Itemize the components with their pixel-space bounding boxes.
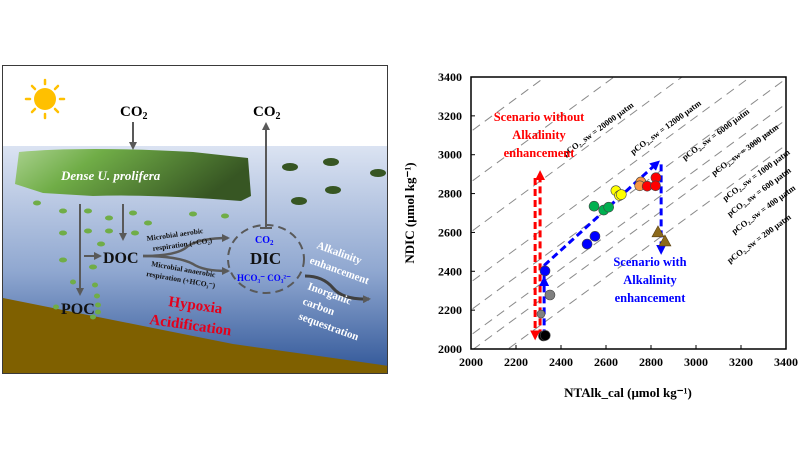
algae-mat [15, 149, 251, 201]
y-axis-label: NDIC (μmol kg⁻¹) [402, 162, 417, 263]
scenario-without-label: enhancement [504, 146, 576, 160]
data-point-gray-small [536, 309, 546, 319]
ndic-ntalk-chart: 2000 2200 2400 2600 2800 3000 3200 3400 2000 2200… [402, 70, 798, 400]
y-tick-label: 2000 [438, 342, 462, 356]
y-tick-label: 2800 [438, 187, 462, 201]
data-point-green [588, 200, 600, 212]
algae-label: Dense U. prolifera [60, 168, 161, 183]
y-tick-label: 2200 [438, 303, 462, 317]
x-tick-label: 2200 [504, 355, 528, 369]
scenario-with-label: enhancement [615, 291, 687, 305]
x-tick-label: 3400 [774, 355, 798, 369]
anaerobic-arrow [142, 254, 230, 275]
x-tick-label: 2400 [549, 355, 573, 369]
y-tick-label: 3200 [438, 109, 462, 123]
algae-particles [33, 200, 229, 320]
data-point-blue [581, 238, 593, 250]
sequestration-arrow [304, 274, 371, 304]
scenario-without-label: Alkalinity [512, 128, 566, 142]
x-axis-label: NTAlk_cal (μmol kg⁻¹) [564, 385, 692, 400]
data-point-blue [589, 231, 601, 242]
co2-in-label: CO2 [120, 104, 148, 122]
axis-ticks: 2000 2200 2400 2600 2800 3000 3200 3400 2000 2200… [438, 70, 798, 369]
scenario-with-label: Scenario with [613, 255, 686, 269]
data-point-blue [539, 265, 551, 277]
poc-label: POC [61, 301, 95, 318]
algae-patches [282, 158, 386, 205]
scenario-with-label: Alkalinity [623, 273, 677, 287]
doc-label: DOC [103, 250, 139, 267]
data-point-gray [544, 289, 556, 301]
y-tick-label: 2400 [438, 264, 462, 278]
hypoxia-label: Hypoxia [167, 294, 223, 317]
data-point-black [539, 330, 551, 341]
data-point-yellow [616, 189, 627, 200]
carbon-cycle-diagram: CO2 CO2 Dense U. prolifera [2, 65, 388, 374]
dic-co2-label: CO2 [255, 235, 274, 247]
diagram-canvas: CO2 CO2 Dense U. prolifera [3, 78, 387, 373]
data-point-brown [658, 234, 672, 247]
pco2-isoline-label: pCO₂_sw = 200 μatm [725, 212, 793, 265]
sun-icon [24, 78, 66, 120]
y-tick-label: 2600 [438, 225, 462, 239]
dic-label: DIC [250, 249, 281, 268]
x-tick-label: 3200 [729, 355, 753, 369]
scenario-without-label: Scenario without [494, 110, 585, 124]
data-point-red [650, 180, 661, 192]
dic-pool [227, 224, 305, 294]
x-tick-label: 2800 [639, 355, 663, 369]
data-points [536, 172, 672, 342]
x-tick-label: 2000 [459, 355, 483, 369]
data-point-brown [651, 225, 665, 238]
sediment-floor [3, 298, 387, 373]
co2-out-label: CO2 [253, 104, 281, 122]
y-tick-label: 3000 [438, 148, 462, 162]
y-tick-label: 3400 [438, 70, 462, 84]
data-point-green [603, 201, 614, 213]
dic-carbonate-label: HCO₃⁻ CO₃²⁻ [237, 273, 291, 283]
x-tick-label: 2600 [594, 355, 618, 369]
x-tick-label: 3000 [684, 355, 708, 369]
aerobic-arrow [142, 234, 230, 258]
plot-frame [470, 76, 787, 350]
